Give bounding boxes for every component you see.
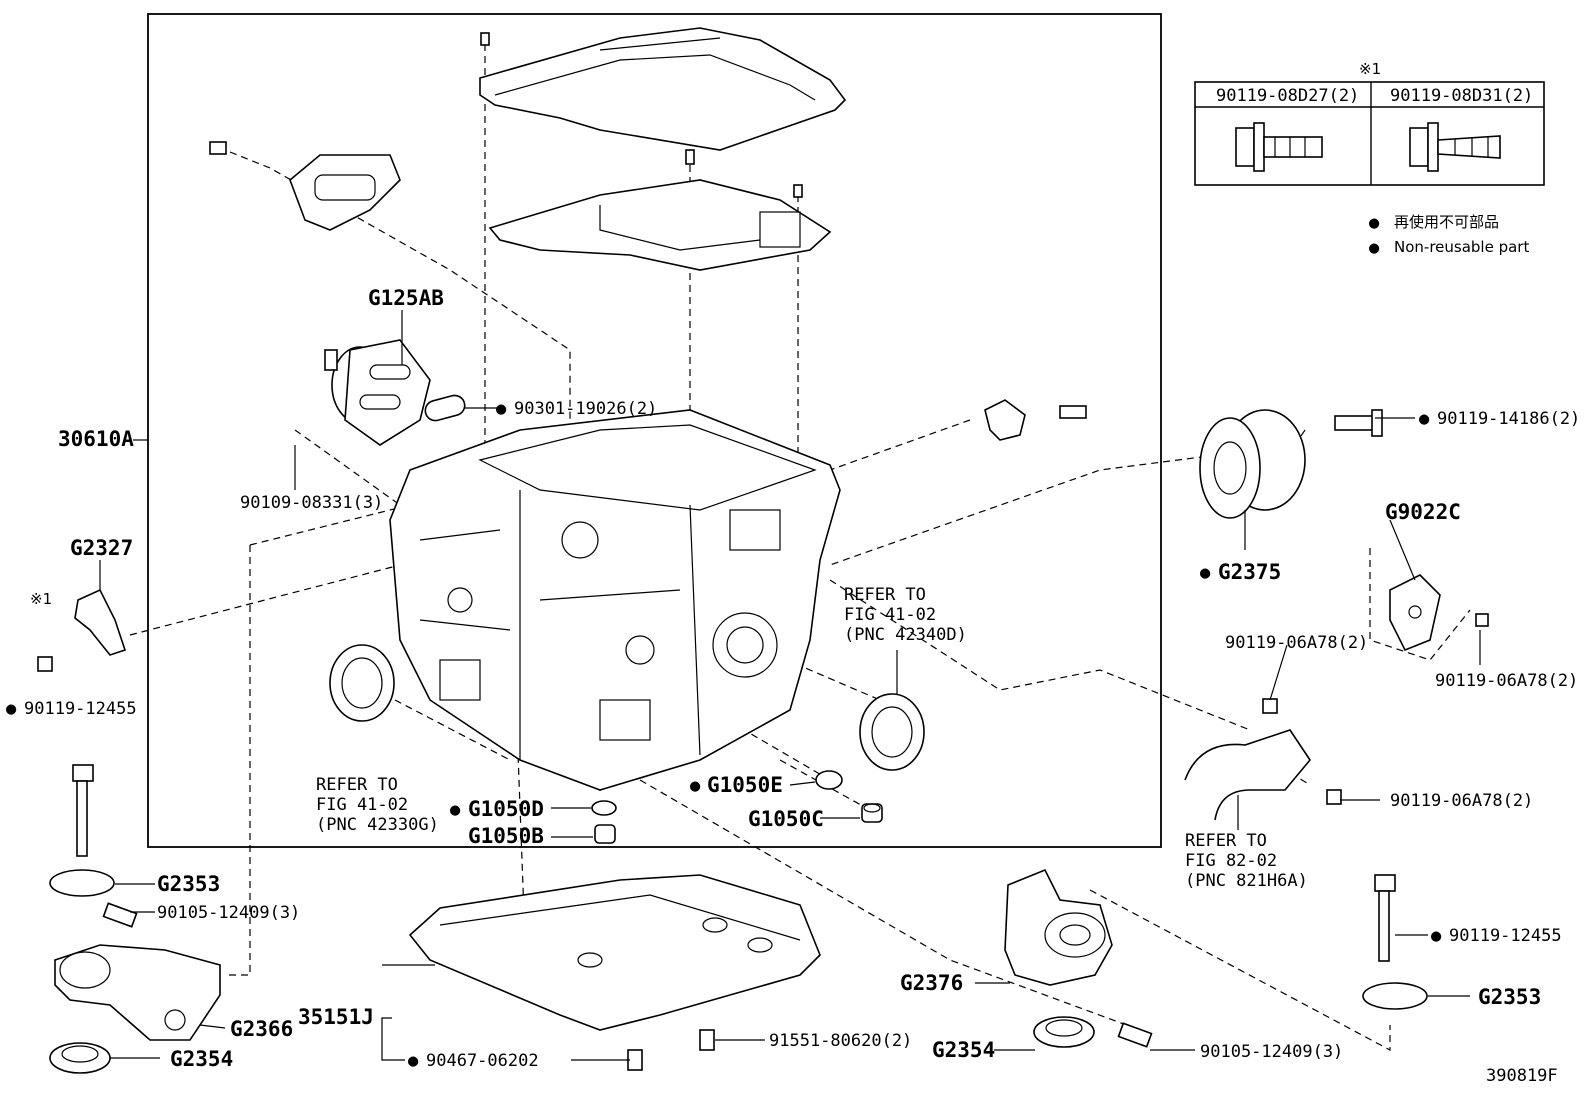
label-g125ab: G125AB	[368, 286, 444, 310]
washer-g2353-right	[1362, 982, 1428, 1010]
engine-mount-g2366	[54, 944, 221, 1041]
label-90119-14186: 90119-14186(2)	[1437, 409, 1580, 429]
speed-sensor-part	[984, 399, 1087, 441]
label-90301: 90301-19026(2)	[514, 399, 657, 419]
label-g2375: G2375	[1218, 560, 1281, 584]
valve-body-plate	[488, 149, 832, 271]
label-g1050e: G1050E	[707, 773, 783, 797]
label-g1050b: G1050B	[468, 824, 544, 848]
dot-90301: ●	[496, 399, 507, 419]
label-g2366: G2366	[230, 1017, 293, 1041]
filter-housing-part	[324, 339, 431, 446]
dot-90119-12455-right: ●	[1431, 926, 1442, 946]
damper-g2375	[1199, 409, 1383, 519]
bolt-90105-left	[102, 902, 138, 928]
label-90119-12455-left: 90119-12455	[24, 699, 137, 719]
stopper-g2354-right	[1033, 1016, 1095, 1048]
stopper-g2354-left	[49, 1042, 111, 1074]
label-90105-left: 90105-12409(3)	[157, 903, 300, 923]
mount-bracket-g2376	[1004, 868, 1113, 986]
refer-42330g-line3: (PNC 42330G)	[316, 815, 439, 835]
leader-lines	[99, 310, 1481, 1061]
top-cover-plate	[479, 27, 847, 151]
key-dot-1: ●	[1369, 213, 1380, 233]
dot-90119-14186: ●	[1419, 409, 1430, 429]
washer-g2353-left	[49, 869, 115, 897]
label-g2354-right: G2354	[932, 1038, 995, 1062]
dot-g2375: ●	[1200, 563, 1211, 583]
dot-g1050e: ●	[690, 776, 701, 796]
label-g2376: G2376	[900, 971, 963, 995]
refer-42330g-line2: FIG 41-02	[316, 795, 408, 815]
label-90109: 90109-08331(3)	[240, 493, 383, 513]
oil-cooler-part	[209, 141, 401, 231]
main-frame	[147, 13, 1162, 848]
label-90105-right: 90105-12409(3)	[1200, 1042, 1343, 1062]
mount-bolt-right	[1374, 874, 1396, 962]
label-g9022c: G9022C	[1385, 500, 1461, 524]
oil-seal-left	[329, 644, 395, 722]
gasket-g1050e	[815, 770, 843, 790]
label-90119-06a78-c: 90119-06A78(2)	[1390, 791, 1533, 811]
legend-marker: ※1	[1359, 60, 1381, 78]
legend-col-2: 90119-08D31(2)	[1390, 86, 1533, 106]
figure-id: 390819F	[1486, 1066, 1558, 1086]
label-90119-06a78-a: 90119-06A78(2)	[1225, 633, 1368, 653]
dot-90467: ●	[408, 1051, 419, 1071]
undercover-35151j	[408, 874, 821, 1071]
oil-seal-right	[859, 693, 925, 771]
refer-821h6a-line3: (PNC 821H6A)	[1185, 871, 1308, 891]
refer-821h6a-line1: REFER TO	[1185, 831, 1267, 851]
refer-42340d-line2: FIG 41-02	[844, 605, 936, 625]
gasket-g1050d	[591, 800, 617, 816]
label-35151j: 35151J	[298, 1005, 374, 1029]
dot-90119-12455-left: ●	[6, 699, 17, 719]
legend-col-1: 90119-08D27(2)	[1216, 86, 1359, 106]
label-30610a: 30610A	[58, 427, 134, 451]
label-g2353-right: G2353	[1478, 985, 1541, 1009]
key-text-jp: 再使用不可部品	[1394, 213, 1499, 231]
plug-g1050b	[594, 824, 616, 844]
dot-g1050d: ●	[450, 800, 461, 820]
label-g2327: G2327	[70, 536, 133, 560]
label-g2353-left: G2353	[157, 872, 220, 896]
legend-table: ※1 90119-08D27(2) 90119-08D31(2)	[1194, 60, 1545, 186]
key-dot-2: ●	[1369, 238, 1380, 258]
refer-42330g-line1: REFER TO	[316, 775, 398, 795]
non-reusable-key: ● 再使用不可部品 ● Non-reusable part	[1369, 213, 1529, 258]
cable-clamp-part	[1184, 698, 1342, 821]
label-g1050d: G1050D	[468, 797, 544, 821]
label-90119-06a78-b: 90119-06A78(2)	[1435, 671, 1578, 691]
refer-821h6a-line2: FIG 82-02	[1185, 851, 1277, 871]
part-labels: G125AB ● 90301-19026(2) 30610A 90109-083…	[6, 286, 1580, 1086]
transaxle-case	[389, 409, 841, 791]
o-ring-part	[424, 394, 466, 422]
label-91551: 91551-80620(2)	[769, 1031, 912, 1051]
key-text-en: Non-reusable part	[1394, 238, 1529, 256]
plug-g1050c	[861, 803, 883, 823]
bracket-g2327	[37, 588, 127, 672]
bolt-90105-right	[1117, 1022, 1153, 1048]
refer-42340d-line3: (PNC 42340D)	[844, 625, 967, 645]
label-mark1-left: ※1	[30, 590, 52, 608]
bracket-g9022c	[1389, 574, 1489, 652]
label-90119-12455-right: 90119-12455	[1449, 926, 1562, 946]
label-g2354-left: G2354	[170, 1047, 233, 1071]
mount-bolt-left	[72, 764, 94, 857]
bolt-08d31-icon	[1409, 122, 1501, 172]
label-g1050c: G1050C	[748, 807, 824, 831]
label-90467: 90467-06202	[426, 1051, 539, 1071]
bolt-08d27-icon	[1235, 122, 1323, 172]
refer-42340d-line1: REFER TO	[844, 585, 926, 605]
